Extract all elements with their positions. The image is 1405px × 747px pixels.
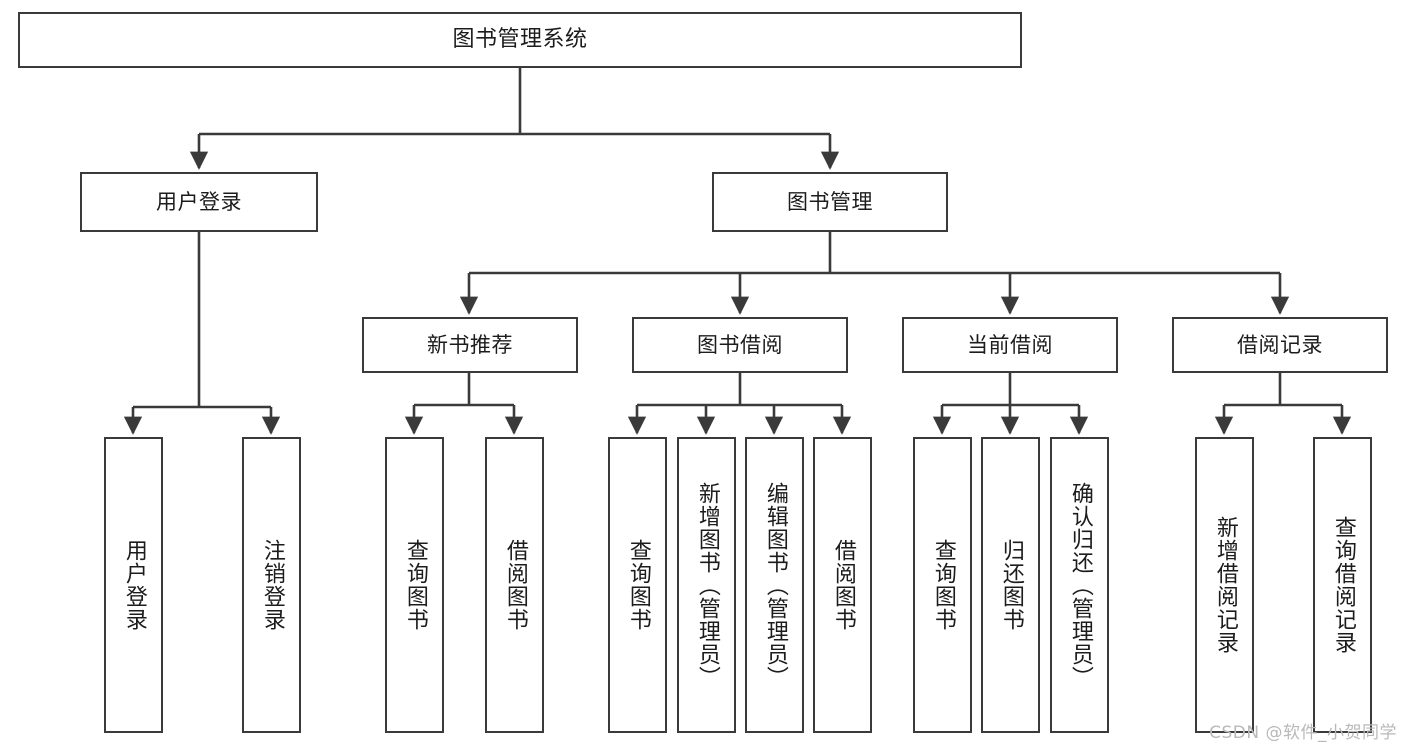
leaf-return-book-label: 归还图书: [998, 539, 1024, 631]
node-borrow-record-label: 借阅记录: [1237, 332, 1323, 357]
leaf-borrow-book-2[interactable]: 借阅图书: [813, 437, 872, 733]
node-new-book-recommend[interactable]: 新书推荐: [362, 317, 578, 373]
csdn-watermark: CSDN @软件_小贺同学: [1209, 723, 1397, 743]
node-current-borrow-label: 当前借阅: [967, 332, 1053, 357]
leaf-query-record[interactable]: 查询借阅记录: [1313, 437, 1372, 733]
leaf-query-book-2-label: 查询图书: [625, 539, 651, 631]
leaf-logout-label: 注销登录: [259, 539, 285, 631]
leaf-return-book[interactable]: 归还图书: [981, 437, 1040, 733]
leaf-add-record-label: 新增借阅记录: [1212, 516, 1238, 654]
leaf-confirm-return[interactable]: 确认归还（管理员）: [1050, 437, 1109, 733]
leaf-add-book-label: 新增图书（管理员）: [694, 481, 720, 689]
leaf-query-book-3-label: 查询图书: [930, 539, 956, 631]
node-book-borrow-label: 图书借阅: [697, 332, 783, 357]
node-user-login[interactable]: 用户登录: [80, 172, 318, 232]
node-borrow-record[interactable]: 借阅记录: [1172, 317, 1388, 373]
node-root-label: 图书管理系统: [452, 27, 588, 53]
leaf-borrow-book-1-label: 借阅图书: [502, 539, 528, 631]
leaf-add-record[interactable]: 新增借阅记录: [1195, 437, 1254, 733]
node-new-book-recommend-label: 新书推荐: [427, 332, 513, 357]
leaf-query-book-1-label: 查询图书: [402, 539, 428, 631]
leaf-borrow-book-1[interactable]: 借阅图书: [485, 437, 544, 733]
node-root[interactable]: 图书管理系统: [18, 12, 1022, 68]
node-user-login-label: 用户登录: [156, 189, 242, 214]
leaf-edit-book-label: 编辑图书（管理员）: [762, 481, 788, 689]
leaf-query-record-label: 查询借阅记录: [1330, 516, 1356, 654]
leaf-confirm-return-label: 确认归还（管理员）: [1067, 481, 1093, 689]
leaf-query-book-2[interactable]: 查询图书: [608, 437, 667, 733]
node-book-borrow[interactable]: 图书借阅: [632, 317, 848, 373]
leaf-logout[interactable]: 注销登录: [242, 437, 301, 733]
node-book-manage-label: 图书管理: [787, 189, 873, 214]
leaf-query-book-1[interactable]: 查询图书: [385, 437, 444, 733]
leaf-edit-book[interactable]: 编辑图书（管理员）: [745, 437, 804, 733]
node-book-manage[interactable]: 图书管理: [712, 172, 948, 232]
leaf-query-book-3[interactable]: 查询图书: [913, 437, 972, 733]
leaf-user-login[interactable]: 用户登录: [104, 437, 163, 733]
leaf-add-book[interactable]: 新增图书（管理员）: [677, 437, 736, 733]
node-current-borrow[interactable]: 当前借阅: [902, 317, 1118, 373]
leaf-user-login-label: 用户登录: [121, 539, 147, 631]
leaf-borrow-book-2-label: 借阅图书: [830, 539, 856, 631]
